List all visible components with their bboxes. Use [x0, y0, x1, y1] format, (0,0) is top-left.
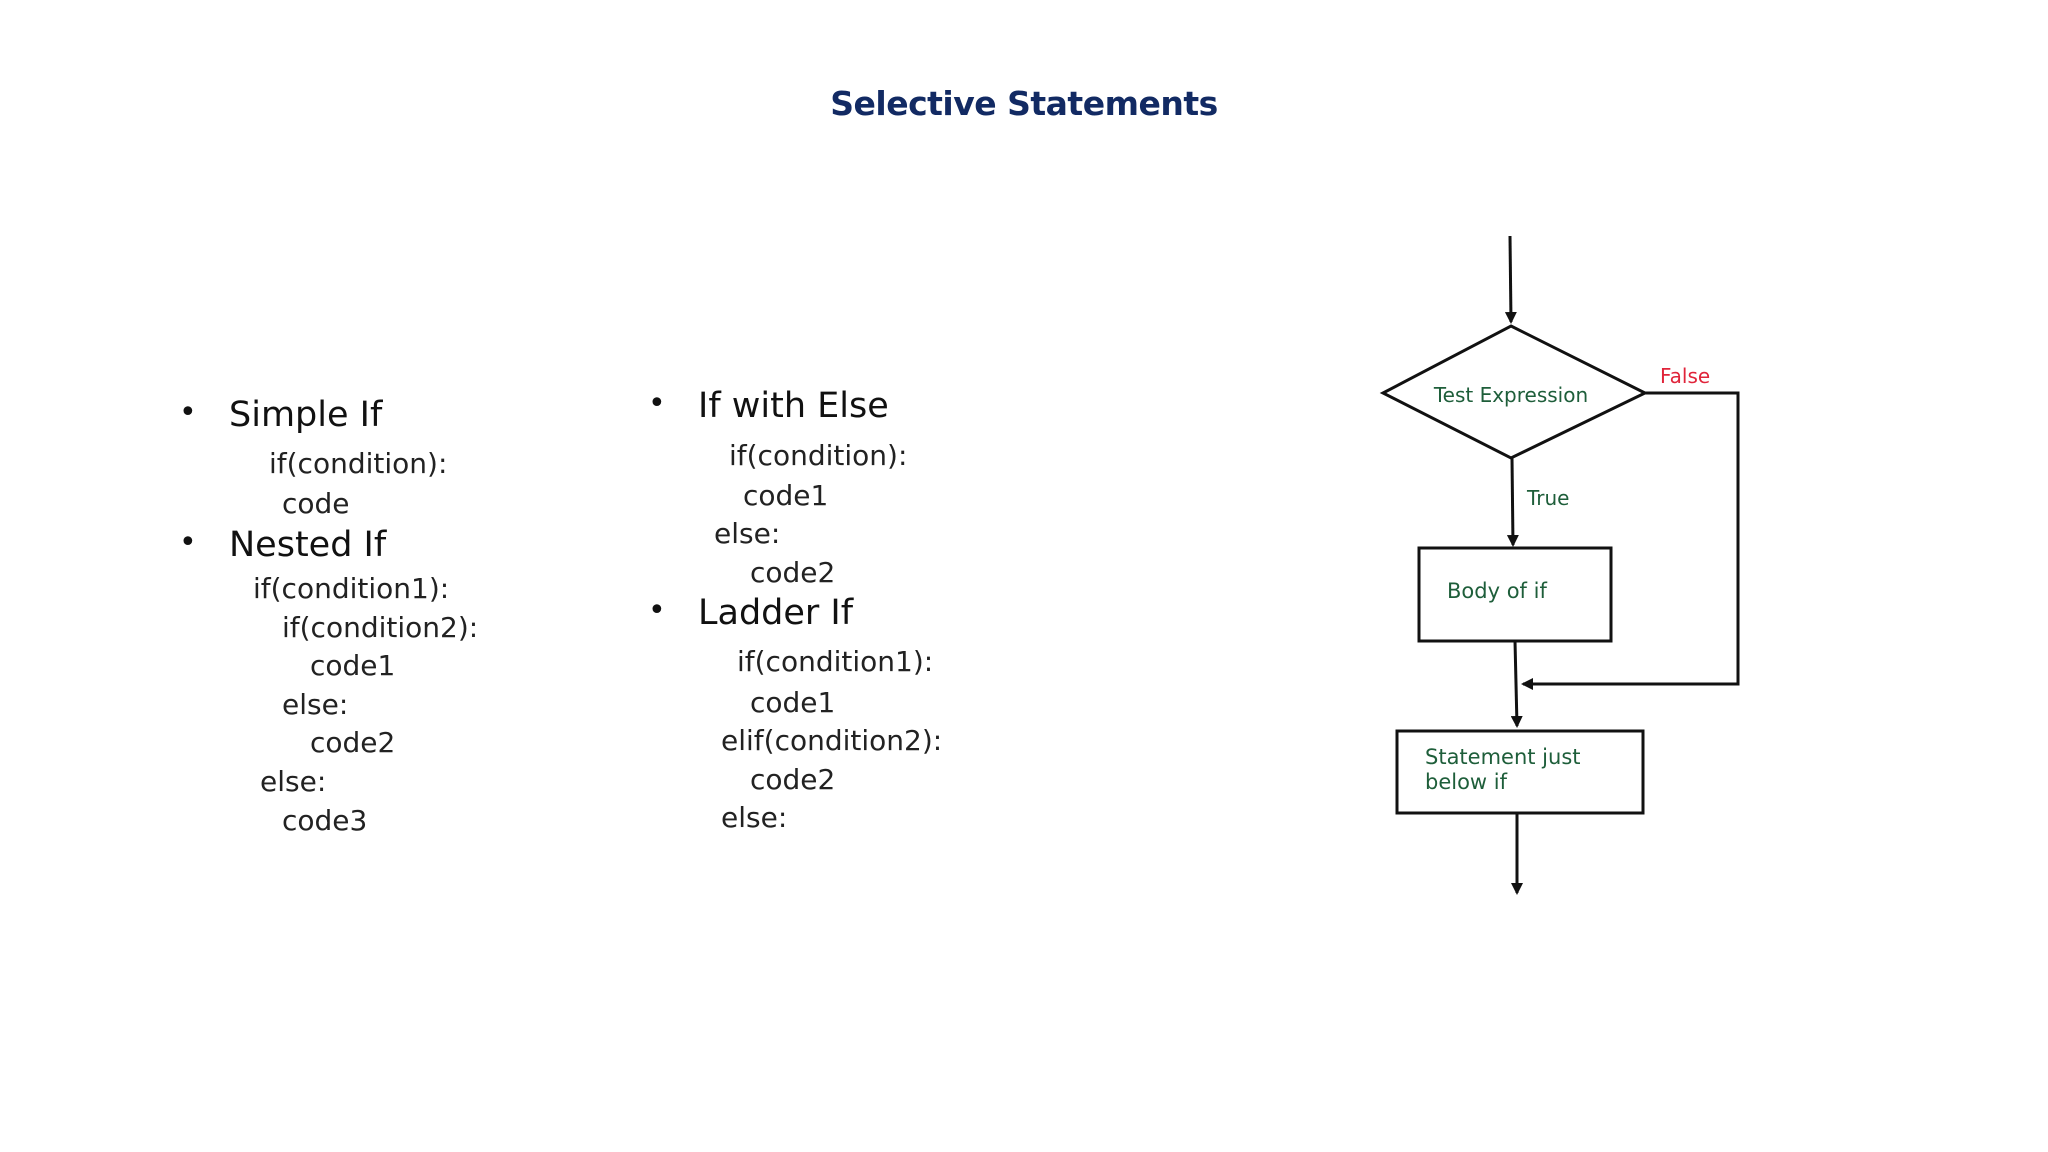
code-line: if(condition1): [253, 572, 450, 605]
true-label: True [1526, 486, 1569, 510]
true-arrow [1506, 457, 1519, 547]
code-line: elif(condition2): [721, 724, 943, 757]
bullet-dot: • [179, 525, 197, 560]
code-line: code1 [310, 649, 396, 682]
code-line: code3 [282, 804, 368, 837]
nested-if-heading: Nested If [229, 525, 387, 565]
ladder-if-heading: Ladder If [698, 593, 854, 633]
decision-label: Test Expression [1433, 383, 1588, 407]
code-line: if(condition1): [737, 645, 934, 678]
bullet-ladder-if: • Ladder If [648, 593, 854, 633]
code-line: else: [714, 517, 781, 550]
code-line: else: [260, 765, 327, 798]
code-line: if(condition): [729, 439, 908, 472]
bullet-dot: • [179, 395, 197, 430]
code-line: code1 [743, 479, 829, 512]
simple-if-heading: Simple If [229, 395, 383, 435]
code-line: if(condition): [269, 447, 448, 480]
bullet-nested-if: • Nested If [179, 525, 387, 565]
slide-title: Selective Statements [830, 84, 1218, 123]
false-label: False [1660, 364, 1710, 388]
bullet-simple-if: • Simple If [179, 395, 383, 435]
decision-diamond [1379, 324, 1649, 460]
code-line: code2 [310, 726, 396, 759]
false-path [1521, 391, 1740, 690]
code-line: if(condition2): [282, 611, 479, 644]
code-line: code2 [750, 556, 836, 589]
bullet-if-with-else: • If with Else [648, 386, 889, 426]
if-else-heading: If with Else [698, 386, 889, 426]
if-flowchart: Test Expression False True Body of if St… [1379, 235, 1740, 895]
body-exit-arrow [1510, 640, 1523, 728]
code-line: code [282, 487, 350, 520]
statement-label-line2: below if [1425, 770, 1508, 794]
body-of-if-box [1417, 546, 1613, 643]
statement-below-if-box [1395, 729, 1645, 815]
code-line: else: [282, 688, 349, 721]
code-line: else: [721, 801, 788, 834]
code-line: code2 [750, 763, 836, 796]
statement-label-line1: Statement just [1425, 745, 1581, 769]
bullet-dot: • [648, 593, 666, 628]
bullet-dot: • [648, 386, 666, 421]
code-line: code1 [750, 686, 836, 719]
entry-arrow [1504, 235, 1517, 324]
body-of-if-label: Body of if [1447, 579, 1547, 603]
